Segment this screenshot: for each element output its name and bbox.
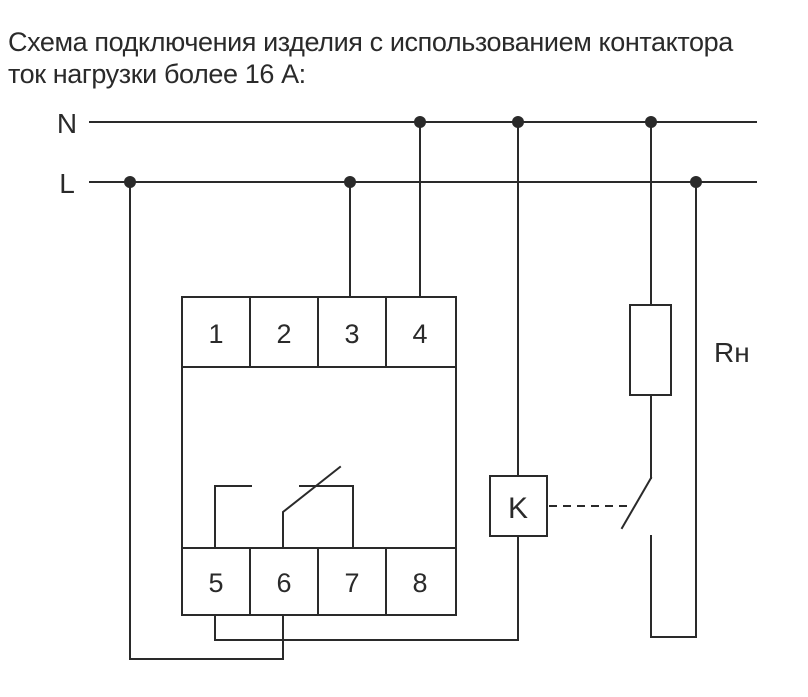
terminal-number: 3 bbox=[344, 319, 359, 349]
terminal-number: 7 bbox=[344, 568, 359, 598]
junction-dot bbox=[414, 116, 426, 128]
junction-dot bbox=[124, 176, 136, 188]
junction-dot bbox=[645, 116, 657, 128]
diagram-title: Схема подключения изделия с использовани… bbox=[8, 26, 808, 90]
neutral-label: N bbox=[57, 108, 77, 139]
load-resistor bbox=[629, 304, 672, 396]
terminal-number: 4 bbox=[412, 319, 427, 349]
contactor-switch-blade bbox=[620, 476, 653, 530]
contactor-coil bbox=[489, 475, 548, 537]
coil-label: K bbox=[508, 492, 528, 525]
relay-contact-nc bbox=[214, 485, 252, 549]
terminal-number: 2 bbox=[276, 319, 291, 349]
wire-phase-to-terminal-6 bbox=[129, 181, 284, 660]
title-line-1: Схема подключения изделия с использовани… bbox=[8, 27, 733, 57]
relay-contact-common bbox=[282, 465, 342, 549]
terminal-number: 1 bbox=[208, 319, 223, 349]
junction-dot bbox=[512, 116, 524, 128]
relay-contact-no bbox=[299, 485, 354, 549]
wire-switch-to-phase bbox=[650, 181, 697, 638]
junction-dot bbox=[690, 176, 702, 188]
junction-dot bbox=[344, 176, 356, 188]
title-line-2: ток нагрузки более 16 А: bbox=[8, 59, 306, 89]
phase-label: L bbox=[59, 168, 75, 199]
terminal-number: 5 bbox=[208, 568, 223, 598]
terminal-number: 8 bbox=[412, 568, 427, 598]
load-label: Rн bbox=[714, 337, 750, 368]
wire-terminal-5-to-coil bbox=[214, 535, 519, 641]
terminal-number: 6 bbox=[276, 568, 291, 598]
